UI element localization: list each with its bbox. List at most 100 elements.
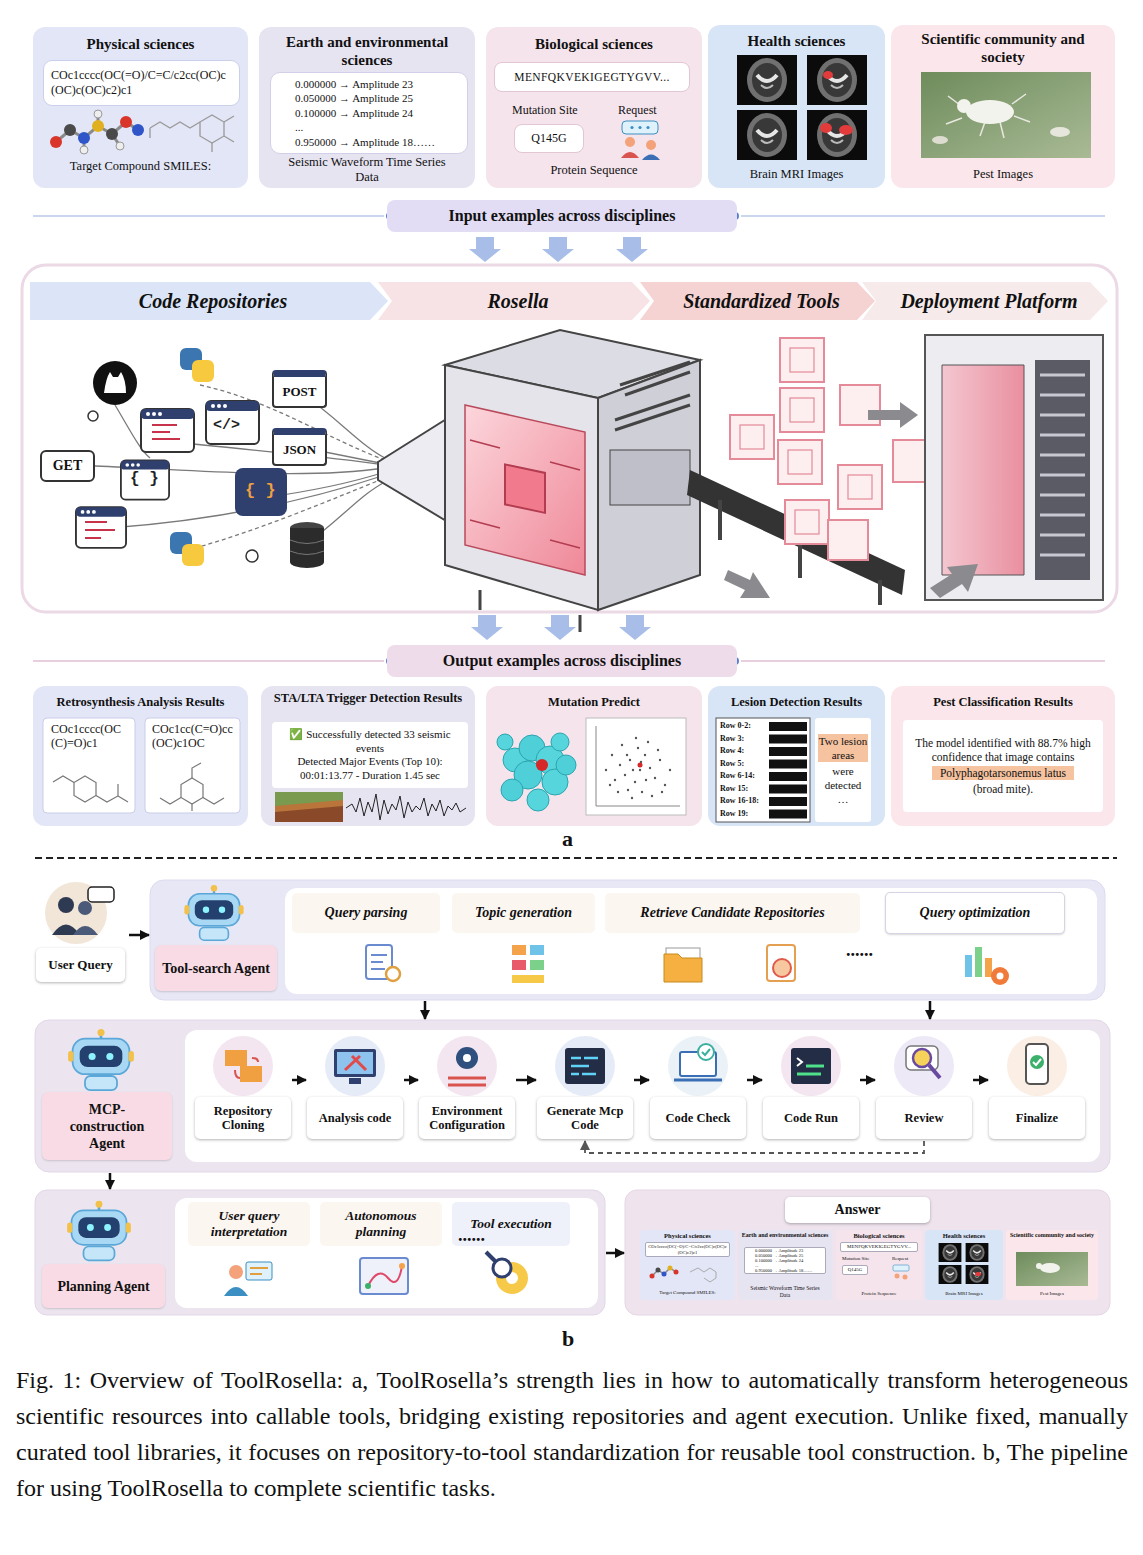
node-text: Biological sciences (486, 36, 702, 53)
conveyor (780, 388, 824, 432)
node-text: (broad mite). (973, 782, 1033, 796)
node-text: STA/LTA Trigger Detection Results (271, 691, 465, 706)
conveyor (828, 520, 868, 560)
step-icons (1033, 1059, 1041, 1065)
lesion-rows (769, 760, 807, 769)
protein-structure (536, 759, 548, 771)
user-query: User Query (33, 880, 128, 988)
chevron-shape (30, 282, 388, 320)
step-icons (668, 1036, 728, 1096)
node-text: Code Run (763, 1097, 859, 1139)
agent-panels (625, 1190, 1110, 1315)
node-text: Mutation Site (512, 103, 578, 118)
output-panels (33, 686, 1115, 826)
node-text: Health sciences (708, 33, 885, 50)
node-text: Planning Agent (42, 1264, 165, 1308)
smiles-result: COc1cccc(OC(C)=O)c1 (43, 718, 135, 813)
scatter-plot (586, 718, 686, 815)
tool-search-icons (530, 960, 544, 970)
stage-chevron: Deployment Platform (862, 282, 1108, 320)
lesion-rows (716, 718, 810, 822)
tool-search-icons (965, 955, 972, 977)
http-box: JSON (272, 428, 327, 466)
tool-search-icons (773, 959, 791, 977)
scatter-plot (657, 749, 659, 751)
code-icons (121, 460, 169, 499)
answer-mini-panels (668, 1266, 673, 1271)
node-text: Q145G (531, 131, 566, 146)
flow-arrow (109, 1173, 112, 1189)
brain-mri-images (820, 123, 832, 133)
node-text: Biological sciences (836, 1232, 922, 1240)
panel-letter: a (562, 826, 573, 852)
request-icon (622, 121, 658, 134)
mini-box: Q145G (842, 1265, 868, 1275)
pest-image (921, 72, 1091, 158)
node-text: Polyphagotarsonemus latus (932, 766, 1074, 780)
answer-mini-panels (893, 1265, 909, 1271)
request-icon (638, 126, 641, 129)
node-text: Earth and environmental sciences (738, 1232, 832, 1239)
answer-mini-panels (903, 1275, 908, 1280)
lesion-note: Two lesion areaswere detected… (815, 718, 871, 822)
code-icons (246, 550, 258, 562)
robot-icons (184, 885, 243, 940)
molecule-ball-stick (116, 142, 124, 150)
pest-image (932, 136, 948, 144)
node-text: Seismic Waveform Time Series Data (748, 1285, 822, 1298)
output-panels (33, 686, 248, 826)
scatter-plot (627, 789, 629, 791)
rosella-machine (378, 418, 448, 522)
node-text: Generate Mcp Code (537, 1097, 633, 1139)
planning-icons (493, 1259, 511, 1277)
answer-mini-panels (1016, 1252, 1088, 1286)
conveyor (848, 475, 872, 499)
molecule-ball-stick (50, 136, 62, 148)
band-pill: Output examples across disciplines (387, 645, 737, 677)
flow-arrow (929, 1001, 932, 1019)
mini-panel: Biological sciencesMutation SiteRequestP… (836, 1230, 922, 1300)
code-icons (206, 401, 259, 444)
scatter-plot (629, 759, 631, 761)
stage-chevron: Rosella (378, 282, 650, 320)
scatter-plot (659, 759, 661, 761)
pipeline-step: Generate Mcp Code (537, 1035, 633, 1140)
node-text: Code Repositories (139, 290, 287, 313)
scatter-plot (609, 784, 611, 786)
node-text: Environment Configuration (419, 1097, 515, 1139)
node-text: POST (283, 384, 317, 400)
brain-mri-images (737, 55, 797, 105)
lesion-rows (769, 747, 807, 756)
molecule-ball-stick (106, 128, 118, 140)
scatter-plot (645, 779, 647, 781)
scatter-plot (605, 737, 671, 799)
gray-arrows (724, 570, 770, 598)
seismic-image (275, 792, 343, 806)
user-icon (88, 887, 114, 902)
agent-panels (185, 1030, 1100, 1162)
flow-arrow (404, 1079, 418, 1082)
retro-boxes (43, 718, 135, 813)
answer-mini-panels (656, 1268, 661, 1273)
protein-structure (527, 789, 549, 811)
feedback-arrow (585, 1141, 924, 1153)
deployment-server (1040, 375, 1085, 555)
request-icon (646, 126, 649, 129)
answer-mini-panels (895, 1274, 900, 1279)
node-text: Target Compound SMILES: (640, 1290, 735, 1296)
deployment-server (925, 335, 1103, 600)
node-text: Review (876, 1097, 972, 1139)
agent-panel: Tool-search AgentQuery parsingTopic gene… (150, 880, 1105, 1000)
flow-arrows (542, 237, 574, 262)
ellipsis: ...... (458, 1225, 485, 1246)
user-icon (73, 926, 98, 935)
answer-mini-panels (640, 1230, 735, 1300)
code-glyph: { } (245, 481, 276, 500)
tool-search-icons (530, 945, 544, 955)
scatter-plot (619, 764, 621, 766)
tool-search-icons (997, 973, 1004, 980)
node-text: Row 0-2: (720, 721, 751, 731)
stage-chevron: Code Repositories (30, 282, 388, 320)
scatter-plot (596, 726, 680, 806)
step-icons (1007, 1036, 1067, 1096)
